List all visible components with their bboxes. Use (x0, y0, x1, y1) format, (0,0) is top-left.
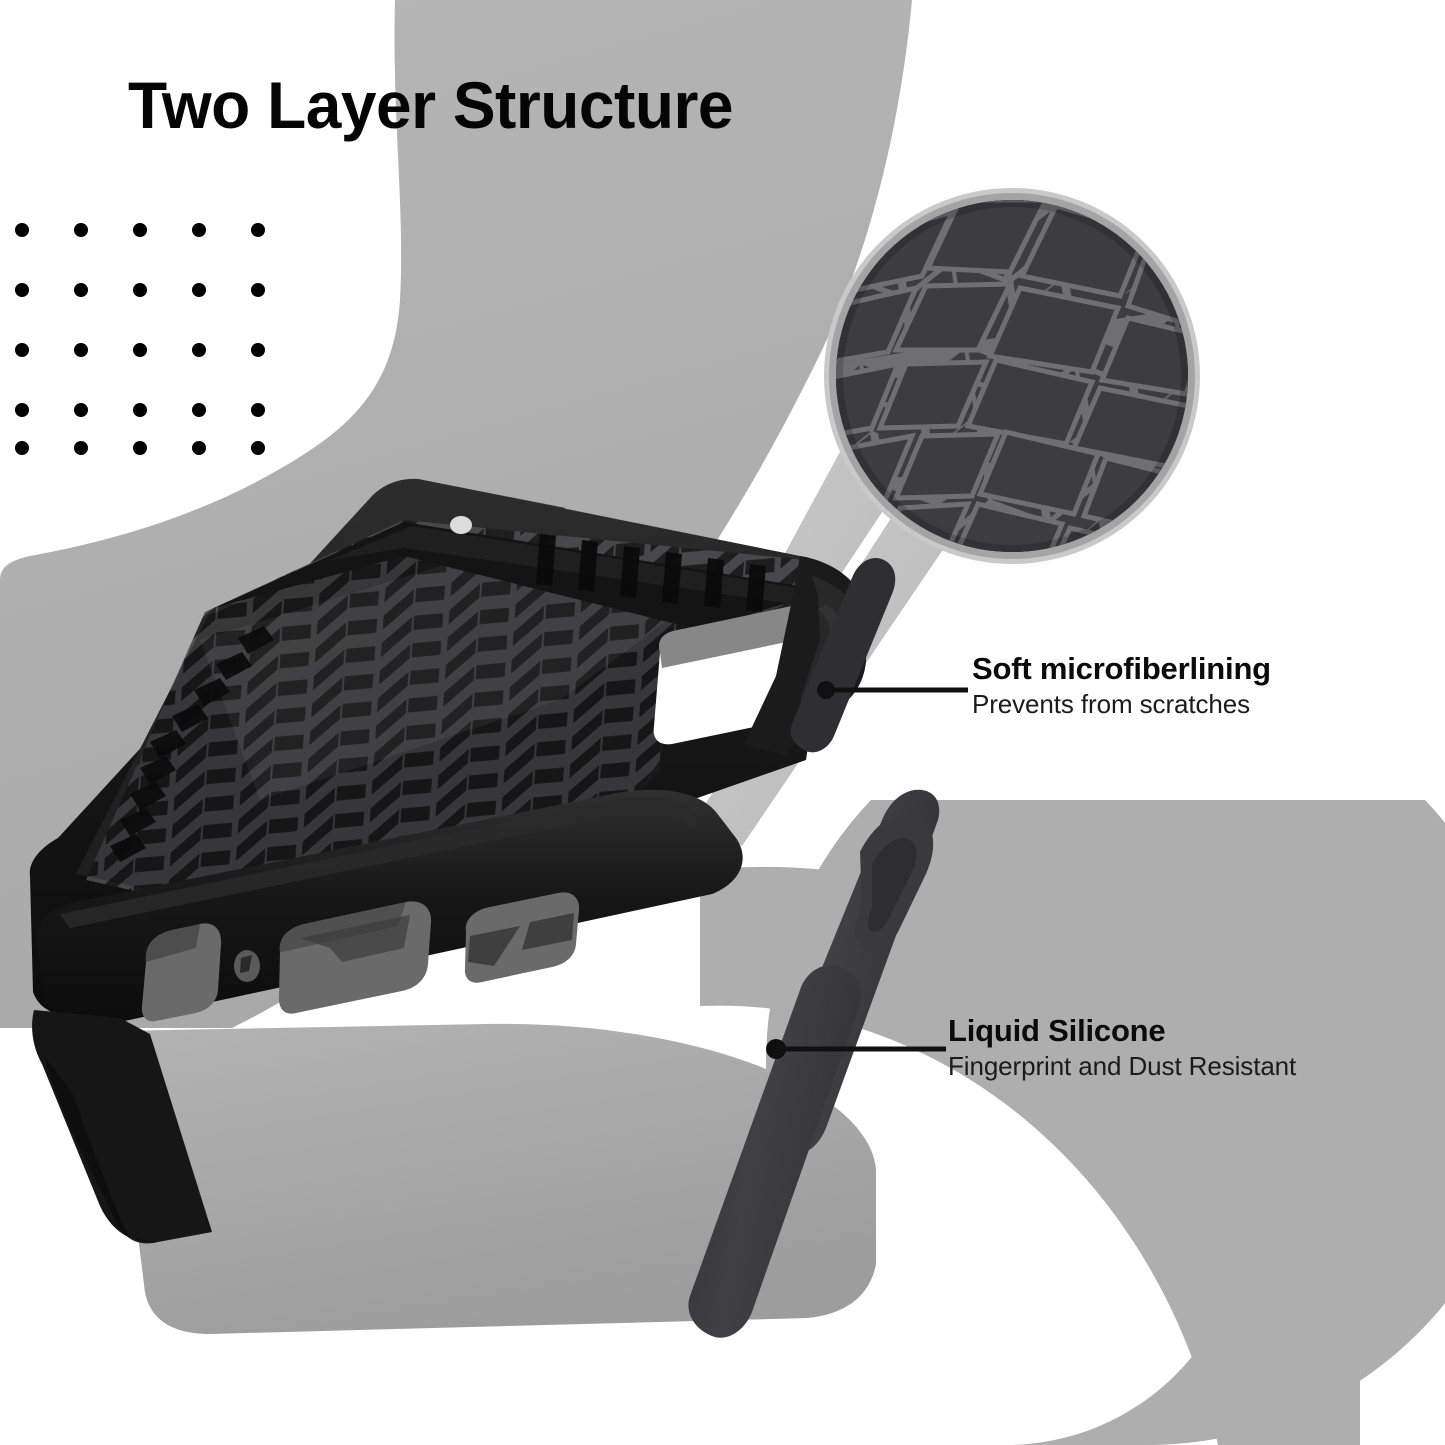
callout-title-microfiber: Soft microfiberlining (972, 651, 1271, 686)
case-back-face (112, 1023, 876, 1334)
leader-dot-silicone (766, 1039, 786, 1059)
top-pin-hole (450, 516, 472, 534)
top-rail-ridges (536, 534, 766, 612)
callout-title-silicone: Liquid Silicone (948, 1013, 1166, 1048)
inner-shell-microfiber (29, 478, 876, 1334)
callout-dots (766, 681, 835, 1059)
dot-grid (15, 223, 265, 455)
callout-liquid-silicone: Liquid Silicone Fingerprint and Dust Res… (948, 1013, 1297, 1081)
callout-soft-microfiberlining: Soft microfiberlining Prevents from scra… (972, 651, 1271, 719)
callout-leaders (776, 687, 968, 1052)
callout-subtitle-microfiber: Prevents from scratches (972, 688, 1251, 719)
bottom-port-cutouts (141, 892, 580, 1022)
leader-dot-microfiber (817, 681, 835, 699)
page-title: Two Layer Structure (128, 68, 734, 142)
outer-shell-silicone (688, 558, 940, 1338)
left-rail-ridges (110, 626, 274, 862)
callout-subtitle-silicone: Fingerprint and Dust Resistant (948, 1050, 1297, 1081)
